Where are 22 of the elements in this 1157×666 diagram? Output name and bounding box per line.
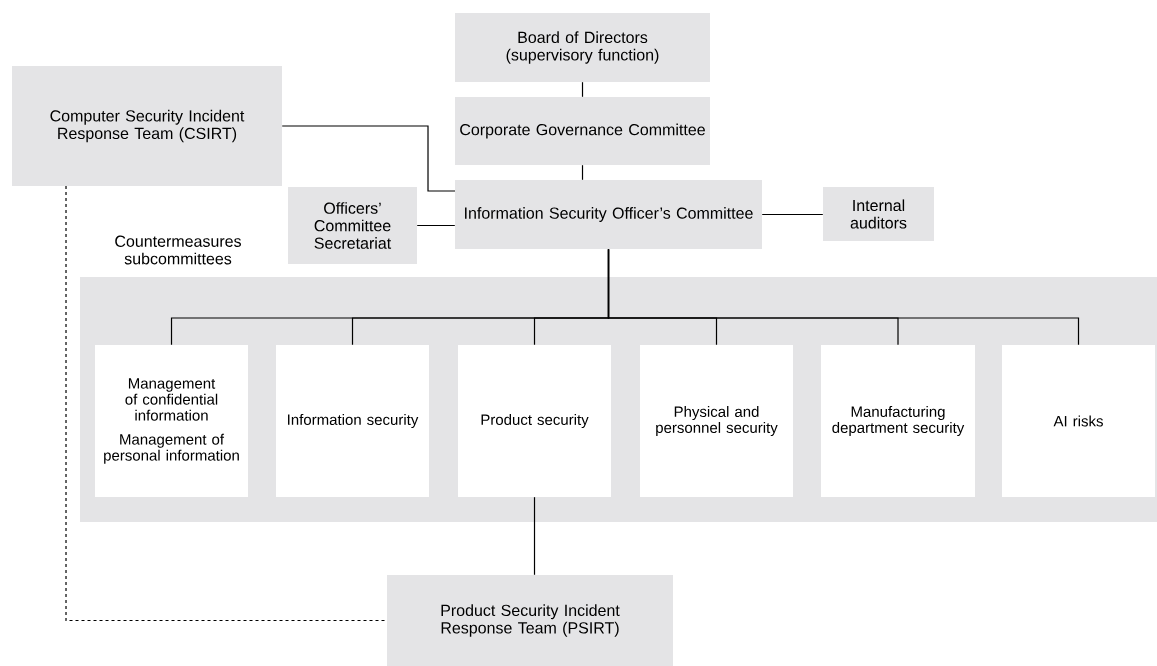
- process-box: Internal auditors: [823, 187, 934, 241]
- connector-line: [281, 125, 456, 192]
- subcommittee-box: AI risks: [1002, 345, 1155, 497]
- connector-line: [416, 224, 456, 227]
- process-box: Corporate Governance Committee: [455, 97, 710, 165]
- connector-line: [65, 185, 388, 622]
- connector-line: [533, 496, 536, 576]
- connector-line: [581, 81, 584, 98]
- connector-line: [761, 213, 824, 216]
- subcommittee-box: Manufacturing department security: [821, 345, 975, 497]
- connector-line: [581, 164, 584, 181]
- process-box: Board of Directors (supervisory function): [455, 13, 710, 82]
- process-box: Computer Security Incident Response Team (CSIRT): [12, 66, 282, 186]
- node-label: Countermeasures subcommittees: [115, 235, 241, 265]
- process-box: Officers’ Committee Secretariat: [288, 187, 417, 264]
- process-box: Information Security Officer’s Committee: [455, 180, 762, 249]
- subcommittee-box: Management of confidential information Management of personal information: [95, 345, 248, 497]
- process-box: Product Security Incident Response Team (PSIRT): [387, 575, 673, 666]
- subcommittee-box: Information security: [276, 345, 429, 497]
- subcommittee-box: Product security: [458, 345, 611, 497]
- connector-line: [607, 248, 1080, 346]
- subcommittee-box: Physical and personnel security: [640, 345, 793, 497]
